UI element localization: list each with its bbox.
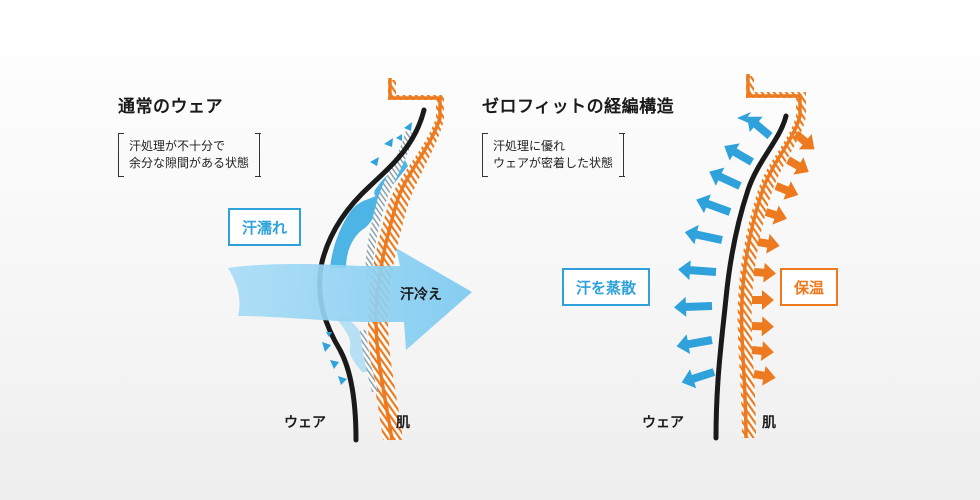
right-label-skin: 肌 bbox=[762, 415, 776, 431]
warmth-arrow-8 bbox=[751, 316, 774, 337]
left-gap-hatch-lower bbox=[360, 330, 378, 392]
left-skin-outline bbox=[374, 78, 442, 441]
left-tag-sweat: 汗濡れ bbox=[228, 208, 302, 246]
left-note-line2: 余分な隙間がある状態 bbox=[129, 156, 250, 170]
left-note: 汗処理が不十分で 余分な隙間がある状態 bbox=[117, 133, 261, 177]
evaporation-arrow-7 bbox=[674, 296, 713, 317]
right-evaporation-arrow-set bbox=[674, 116, 773, 389]
evaporation-arrow-6 bbox=[678, 260, 717, 281]
right-note-line2: ウェアが密着した状態 bbox=[493, 156, 614, 170]
right-label-wear: ウェア bbox=[642, 415, 684, 431]
evaporation-arrow-5 bbox=[684, 224, 723, 245]
evaporation-arrow-4 bbox=[696, 194, 732, 216]
warmth-arrow-1 bbox=[793, 130, 815, 150]
left-droplet-arrows-upper bbox=[370, 122, 412, 166]
right-skin-outline bbox=[739, 74, 802, 439]
left-sweat-layer bbox=[330, 122, 418, 268]
warmth-arrow-3 bbox=[774, 181, 799, 200]
warmth-arrow-5 bbox=[757, 233, 780, 254]
right-warmth-arrow-set bbox=[751, 130, 815, 386]
left-label-wear: ウェア bbox=[284, 415, 326, 431]
right-body-diagram bbox=[674, 74, 815, 441]
warmth-arrow-10 bbox=[753, 365, 776, 386]
warmth-arrow-4 bbox=[764, 205, 787, 225]
right-fabric-line bbox=[713, 113, 789, 441]
right-tag-warmth: 保温 bbox=[780, 268, 839, 306]
evaporation-arrow-8 bbox=[676, 334, 713, 355]
evaporation-arrow-3 bbox=[709, 167, 742, 190]
warmth-arrow-9 bbox=[751, 341, 774, 361]
left-note-line1: 汗処理が不十分で bbox=[129, 139, 226, 153]
left-fabric-line bbox=[317, 107, 427, 443]
left-label-skin: 肌 bbox=[396, 415, 410, 431]
evaporation-arrow-2 bbox=[724, 143, 754, 166]
left-droplet-arrows-lower bbox=[322, 332, 347, 385]
left-body-diagram bbox=[228, 78, 472, 443]
right-note: 汗処理に優れ ウェアが密着した状態 bbox=[481, 133, 625, 177]
right-note-line1: 汗処理に優れ bbox=[493, 139, 566, 153]
left-sweat-chill-arrow bbox=[228, 248, 472, 350]
left-arrow-label: 汗冷え bbox=[400, 287, 442, 303]
warmth-arrow-6 bbox=[753, 262, 776, 283]
left-sweat-lower bbox=[338, 316, 370, 372]
evaporation-arrow-1 bbox=[747, 116, 773, 140]
right-title: ゼロフィットの経編構造 bbox=[482, 97, 675, 117]
warmth-arrow-2 bbox=[786, 156, 809, 175]
left-title: 通常のウェア bbox=[118, 97, 223, 117]
right-tag-evaporate: 汗を蒸散 bbox=[562, 268, 651, 306]
warmth-arrow-7 bbox=[752, 290, 774, 310]
evaporation-arrow-9 bbox=[681, 368, 716, 389]
left-skin-band bbox=[368, 80, 444, 440]
